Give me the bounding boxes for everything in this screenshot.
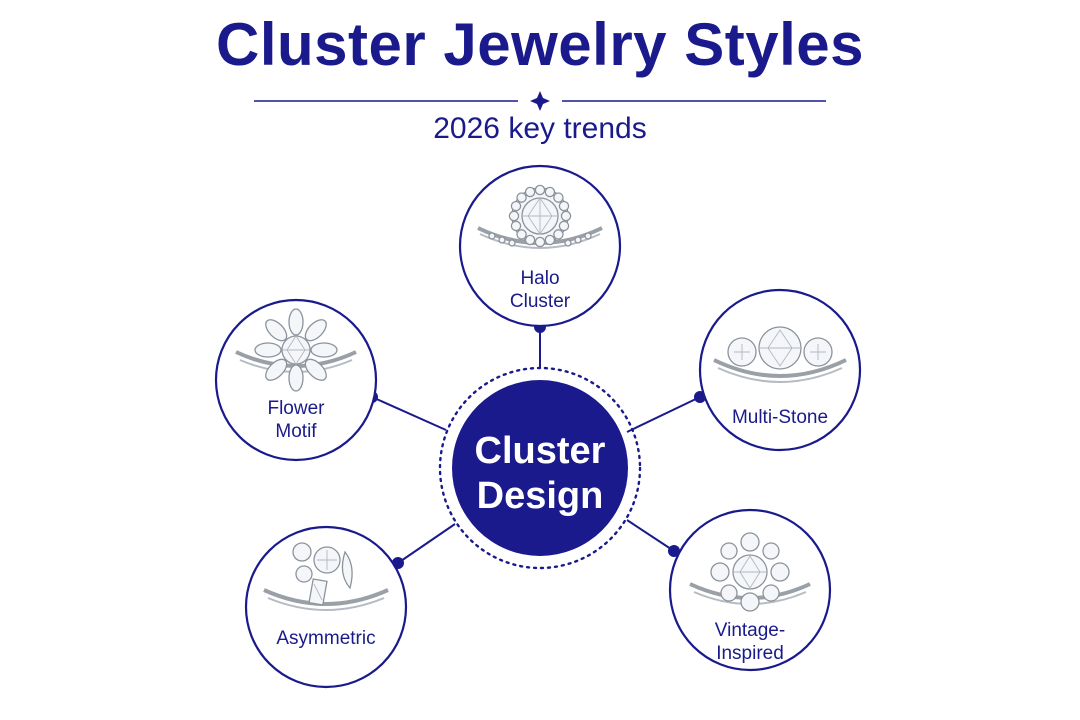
halo-accent-stone	[558, 200, 570, 212]
connectors	[371, 327, 701, 564]
center-hub-label-line1: Cluster	[475, 430, 606, 472]
halo-accent-stone	[524, 186, 536, 198]
flower-ring-icon	[235, 308, 357, 392]
halo-accent-stone	[534, 236, 546, 248]
halo-accent-stone	[560, 210, 572, 222]
page-subtitle: 2026 key trends	[433, 112, 647, 145]
halo-accent-stone	[508, 210, 520, 222]
halo-accent-stone	[553, 192, 564, 203]
node-halo-cluster[interactable]: Halo Cluster	[458, 164, 622, 328]
halo-accent-stone	[510, 200, 522, 212]
node-asymmetric[interactable]: Asymmetric	[244, 525, 408, 689]
connector-flower	[371, 396, 447, 431]
center-hub[interactable]: Cluster Design	[438, 366, 642, 570]
halo-accent-stone	[544, 186, 556, 198]
node-vintage-label-line1: Vintage-	[715, 620, 785, 641]
halo-accent-stone	[534, 184, 546, 196]
sparkle-icon	[530, 91, 550, 111]
node-vintage-inspired[interactable]: Vintage- Inspired	[668, 508, 832, 672]
node-halo-label-line1: Halo	[520, 268, 559, 289]
halo-accent-stone	[544, 234, 556, 246]
vintage-ring-icon	[689, 532, 811, 612]
connector-vintage	[626, 519, 675, 552]
node-multi-stone[interactable]: Multi-Stone	[698, 288, 862, 452]
center-hub-disc	[452, 380, 628, 556]
halo-ring-icon	[477, 184, 603, 249]
node-flower-label-line2: Motif	[275, 421, 317, 442]
connector-dot-vintage	[668, 545, 680, 557]
node-vintage-label-line2: Inspired	[716, 643, 784, 664]
halo-accent-stone	[510, 220, 522, 232]
pave-stone	[488, 232, 496, 240]
node-flower-label-line1: Flower	[267, 398, 325, 419]
node-asymmetric-label-line1: Asymmetric	[276, 628, 375, 649]
halo-accent-stone	[524, 234, 536, 246]
halo-accent-stone	[516, 229, 527, 240]
pave-stone	[508, 239, 516, 247]
pave-stone	[584, 232, 592, 240]
pave-stone	[498, 236, 506, 244]
connector-multi-stone	[626, 396, 701, 433]
page-title: Cluster Jewelry Styles	[215, 11, 864, 78]
halo-accent-stone	[516, 192, 527, 203]
asymmetric-ring-icon	[263, 542, 389, 611]
pave-stone	[574, 236, 582, 244]
halo-accent-stone	[558, 220, 570, 232]
center-hub-label-line2: Design	[477, 475, 604, 517]
three-stone-ring-icon	[713, 326, 847, 383]
connector-asymmetric	[397, 523, 456, 564]
flower-petals	[254, 308, 338, 392]
center-hub-dotted-ring	[438, 366, 642, 570]
halo-accent-stone	[553, 229, 564, 240]
node-halo-label-line2: Cluster	[510, 291, 571, 312]
halo-accent-stones	[488, 184, 592, 248]
title-divider	[254, 91, 826, 111]
pave-stone	[564, 239, 572, 247]
node-multi-stone-label-line1: Multi-Stone	[732, 407, 828, 428]
node-flower-motif[interactable]: Flower Motif	[214, 298, 378, 462]
